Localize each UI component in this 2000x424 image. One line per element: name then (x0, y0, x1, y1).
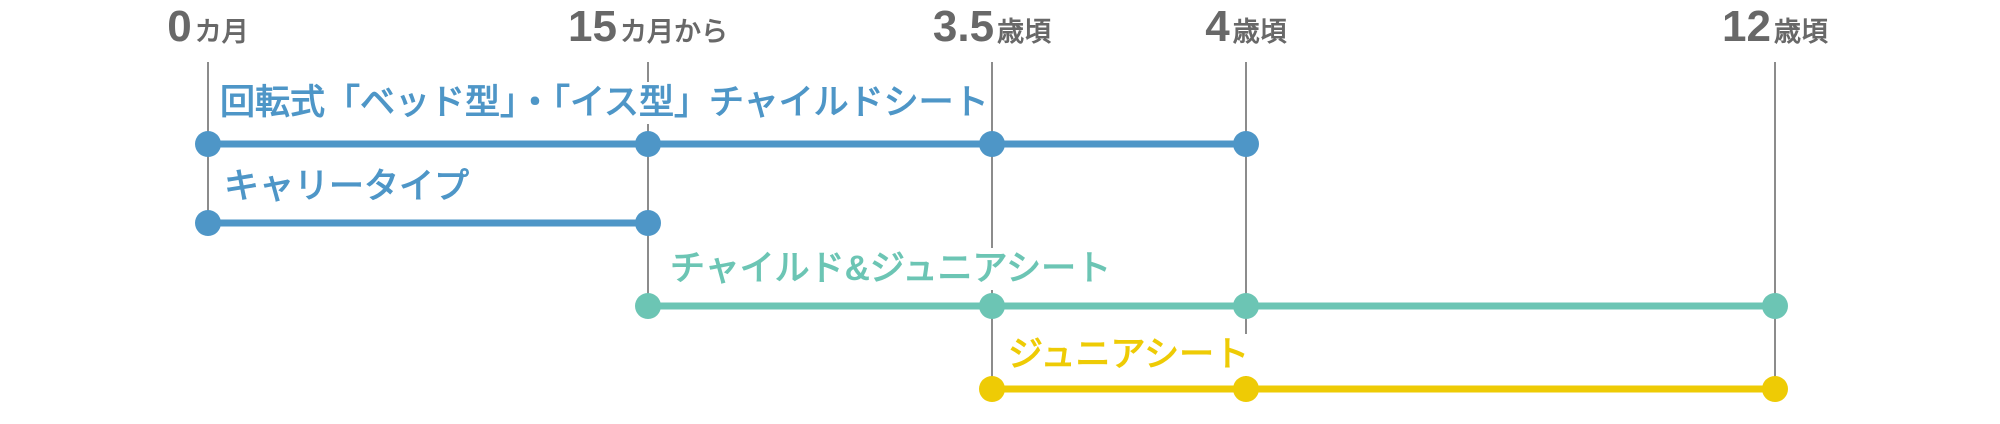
gridline-age-4y (1245, 62, 1247, 389)
age-label-suffix: 歳頃 (997, 17, 1052, 47)
timeline-label-junior-seat: ジュニアシート (1006, 334, 1252, 376)
timeline-dot-rotating-child-seat (979, 131, 1005, 157)
timeline-bar-child-junior-seat (648, 302, 1775, 310)
timeline-label-rotating-child-seat: 回転式「ベッド型」・「イス型」チャイルドシート (218, 82, 991, 124)
age-label-number: 0 (167, 2, 192, 51)
timeline-dot-child-junior-seat (635, 293, 661, 319)
age-label-number: 4 (1205, 2, 1230, 51)
age-label-number: 3.5 (932, 2, 995, 51)
timeline-label-child-junior-seat: チャイルド&ジュニアシート (668, 248, 1114, 290)
timeline-dot-rotating-child-seat (1233, 131, 1259, 157)
gridline-age-15m (647, 62, 649, 306)
age-label-suffix: 歳頃 (1232, 17, 1287, 47)
age-label-suffix: カ月から (619, 17, 728, 47)
age-label-number: 15 (568, 2, 617, 51)
timeline-dot-carry-type (195, 210, 221, 236)
timeline-bar-rotating-child-seat (208, 140, 1246, 148)
timeline-dot-junior-seat (979, 376, 1005, 402)
timeline-bar-carry-type (208, 219, 648, 227)
timeline-dot-rotating-child-seat (635, 131, 661, 157)
timeline-dot-junior-seat (1233, 376, 1259, 402)
age-label-number: 12 (1722, 2, 1771, 51)
timeline-bar-junior-seat (992, 385, 1775, 393)
timeline-dot-child-junior-seat (1233, 293, 1259, 319)
age-label-suffix: 歳頃 (1773, 17, 1828, 47)
timeline-dot-carry-type (635, 210, 661, 236)
timeline-dot-child-junior-seat (979, 293, 1005, 319)
gridline-age-12y (1774, 62, 1776, 389)
timeline-label-carry-type: キャリータイプ (222, 166, 472, 208)
timeline-dot-rotating-child-seat (195, 131, 221, 157)
timeline-dot-child-junior-seat (1762, 293, 1788, 319)
gridline-age-3-5y (991, 62, 993, 389)
age-label-suffix: カ月 (194, 17, 249, 47)
timeline-dot-junior-seat (1762, 376, 1788, 402)
